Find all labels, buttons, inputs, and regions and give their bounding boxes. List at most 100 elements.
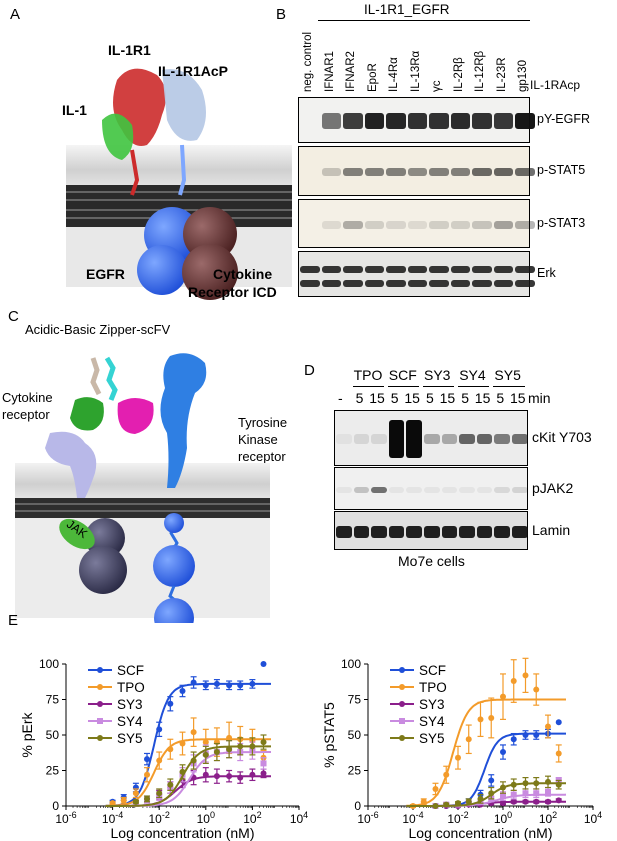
time-label-0: - (338, 390, 343, 406)
band (336, 525, 352, 538)
band (300, 266, 320, 274)
data-point (190, 679, 197, 686)
lane-label-il-13r: IL-13Rα (409, 50, 422, 92)
fit-curve-sy4 (105, 751, 271, 807)
data-point (213, 680, 220, 687)
band (493, 113, 513, 129)
band (472, 266, 492, 274)
band (429, 113, 449, 129)
data-point (500, 693, 506, 700)
band (364, 280, 384, 288)
data-point (510, 781, 517, 788)
band (450, 113, 470, 129)
data-point (443, 801, 450, 808)
kinase-label: Kinase (238, 432, 278, 447)
series-scf (105, 661, 271, 807)
fit-curve-sy5 (105, 745, 271, 807)
il1-label: IL-1 (62, 102, 87, 118)
data-point (510, 736, 517, 743)
band (450, 280, 470, 288)
band (493, 168, 513, 176)
legend-marker (399, 667, 405, 673)
group-label-sy5: SY5 (494, 367, 521, 383)
data-point (555, 797, 562, 804)
data-point (132, 790, 139, 797)
band (364, 113, 384, 129)
cytokine-label: Cytokine (213, 266, 273, 282)
panel-c-illustration (15, 338, 270, 638)
band (321, 113, 341, 129)
time-label-5: 5 (426, 390, 434, 406)
data-point (132, 798, 139, 805)
legend-item-tpo: TPO (390, 680, 447, 695)
y-tick-label: 75 (348, 693, 362, 707)
lane-label-ifnar1: IFNAR1 (323, 51, 336, 92)
receptor-icd-label: Receptor ICD (188, 284, 277, 300)
band (388, 525, 405, 538)
x-tick-label: 104 (584, 810, 602, 826)
legend-marker (97, 735, 103, 741)
legend-item-scf: SCF (88, 663, 144, 678)
band (386, 220, 406, 229)
data-point (555, 781, 562, 788)
data-point (249, 743, 256, 750)
lane-label-il-23r: IL-23R (495, 57, 508, 92)
data-point (455, 754, 461, 761)
time-label-1: 5 (355, 390, 364, 406)
lane-label-il-4r: IL-4Rα (388, 57, 400, 92)
band (512, 486, 528, 493)
band (450, 220, 470, 229)
x-tick-label: 102 (243, 810, 261, 826)
data-point (455, 800, 461, 807)
time-label-9: 5 (496, 390, 505, 406)
data-point (555, 750, 562, 757)
panel-a-illustration (62, 20, 297, 305)
data-point (522, 672, 529, 679)
data-point (237, 682, 244, 689)
y-tick-label: 25 (46, 764, 60, 778)
data-point (249, 771, 256, 778)
band (353, 434, 370, 444)
tyrosine-label: Tyrosine (238, 415, 288, 430)
lane-label-c: γc (431, 80, 443, 93)
data-point (190, 757, 197, 764)
blot-label-p-stat3: p-STAT3 (537, 215, 586, 230)
x-tick-label: 10-4 (102, 810, 123, 826)
legend-label: SY4 (117, 714, 143, 729)
data-point (555, 719, 562, 726)
band (300, 280, 320, 288)
data-point (522, 732, 529, 738)
data-point (488, 714, 495, 721)
data-point (226, 734, 233, 741)
blot-pjak2 (334, 467, 528, 510)
band (472, 220, 492, 229)
fit-curve-tpo (406, 698, 566, 807)
band (406, 486, 422, 493)
band (364, 266, 384, 274)
data-point (237, 743, 244, 750)
legend-label: SCF (117, 663, 144, 678)
legend-label: TPO (117, 680, 145, 695)
band (429, 266, 449, 274)
data-point (522, 798, 529, 805)
blot-lamin (334, 511, 528, 550)
y-tick-label: 50 (348, 728, 362, 742)
x-tick-label: 10-6 (357, 810, 378, 826)
group-underline (352, 386, 384, 387)
band (300, 221, 320, 229)
lane-label-gp130: gp130 (517, 60, 529, 92)
legend-marker (97, 684, 103, 690)
cytokine-receptor-label-2: receptor (2, 407, 50, 422)
data-point (545, 723, 551, 730)
band (476, 486, 493, 493)
x-tick-label: 10-4 (402, 810, 423, 826)
band (321, 168, 341, 176)
data-point (156, 790, 163, 797)
data-point (500, 749, 506, 756)
y-tick-label: 100 (341, 657, 361, 671)
data-point (213, 749, 220, 756)
band (493, 266, 513, 274)
legend-label: SY5 (419, 731, 445, 746)
panel-c-label: C (8, 308, 19, 325)
partner-label: IL-1RAcp (530, 78, 581, 92)
